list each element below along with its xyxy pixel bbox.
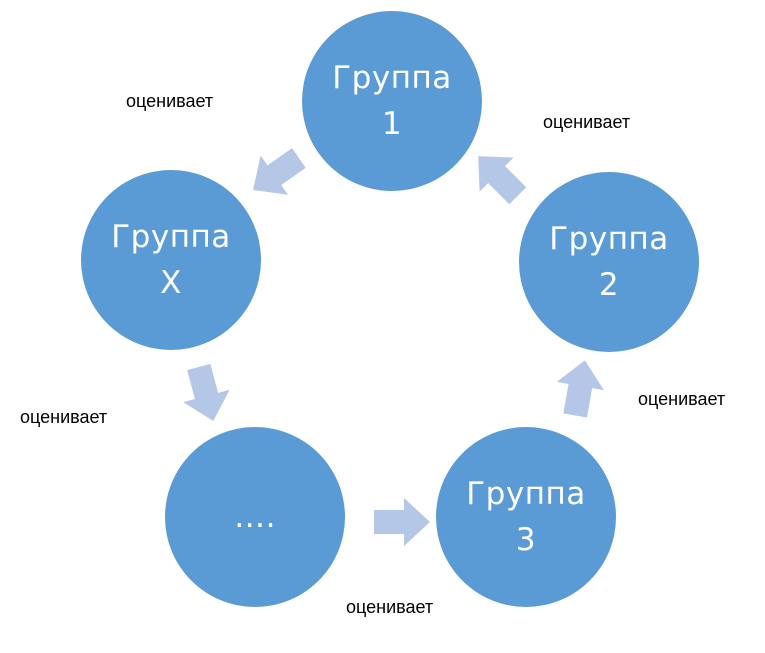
arrow-group2-to-group1-icon <box>461 139 535 213</box>
node-group-x-title: Группа <box>111 219 231 255</box>
arrow-groupx-to-ellipsis-shape <box>183 363 230 422</box>
node-group-3: Группа 3 <box>436 427 616 607</box>
edge-label-ellipsis-to-group3: оценивает <box>346 597 434 617</box>
arrow-ellipsis-to-group3-shape <box>374 498 430 546</box>
node-group-x-number: X <box>160 265 182 301</box>
edge-label-group1-to-groupx: оценивает <box>126 91 214 111</box>
node-ellipsis: …. <box>165 427 345 607</box>
arrow-group3-to-group2-icon <box>552 356 609 419</box>
node-ellipsis-text: …. <box>234 499 276 535</box>
node-group-1: Группа 1 <box>302 11 482 191</box>
node-group-3-title: Группа <box>466 476 586 512</box>
arrow-groupx-to-ellipsis-icon <box>176 361 237 428</box>
edge-label-group3-to-group2: оценивает <box>638 389 726 409</box>
node-group-1-title: Группа <box>332 60 452 96</box>
arrow-ellipsis-to-group3-icon <box>374 498 430 546</box>
edge-label-groupx-to-ellipsis: оценивает <box>20 407 108 427</box>
node-group-1-number: 1 <box>381 106 403 142</box>
node-group-2-number: 2 <box>598 267 620 303</box>
node-group-3-number: 3 <box>515 522 537 558</box>
arrow-group2-to-group1-shape <box>478 156 527 205</box>
node-group-2-title: Группа <box>549 221 669 257</box>
edge-label-group2-to-group1: оценивает <box>543 112 631 132</box>
arrow-group1-to-groupx-icon <box>239 138 312 209</box>
node-group-2: Группа 2 <box>519 172 699 352</box>
arrow-group1-to-groupx-shape <box>253 148 306 195</box>
arrow-group3-to-group2-shape <box>556 360 604 418</box>
node-group-x: Группа X <box>81 170 261 350</box>
